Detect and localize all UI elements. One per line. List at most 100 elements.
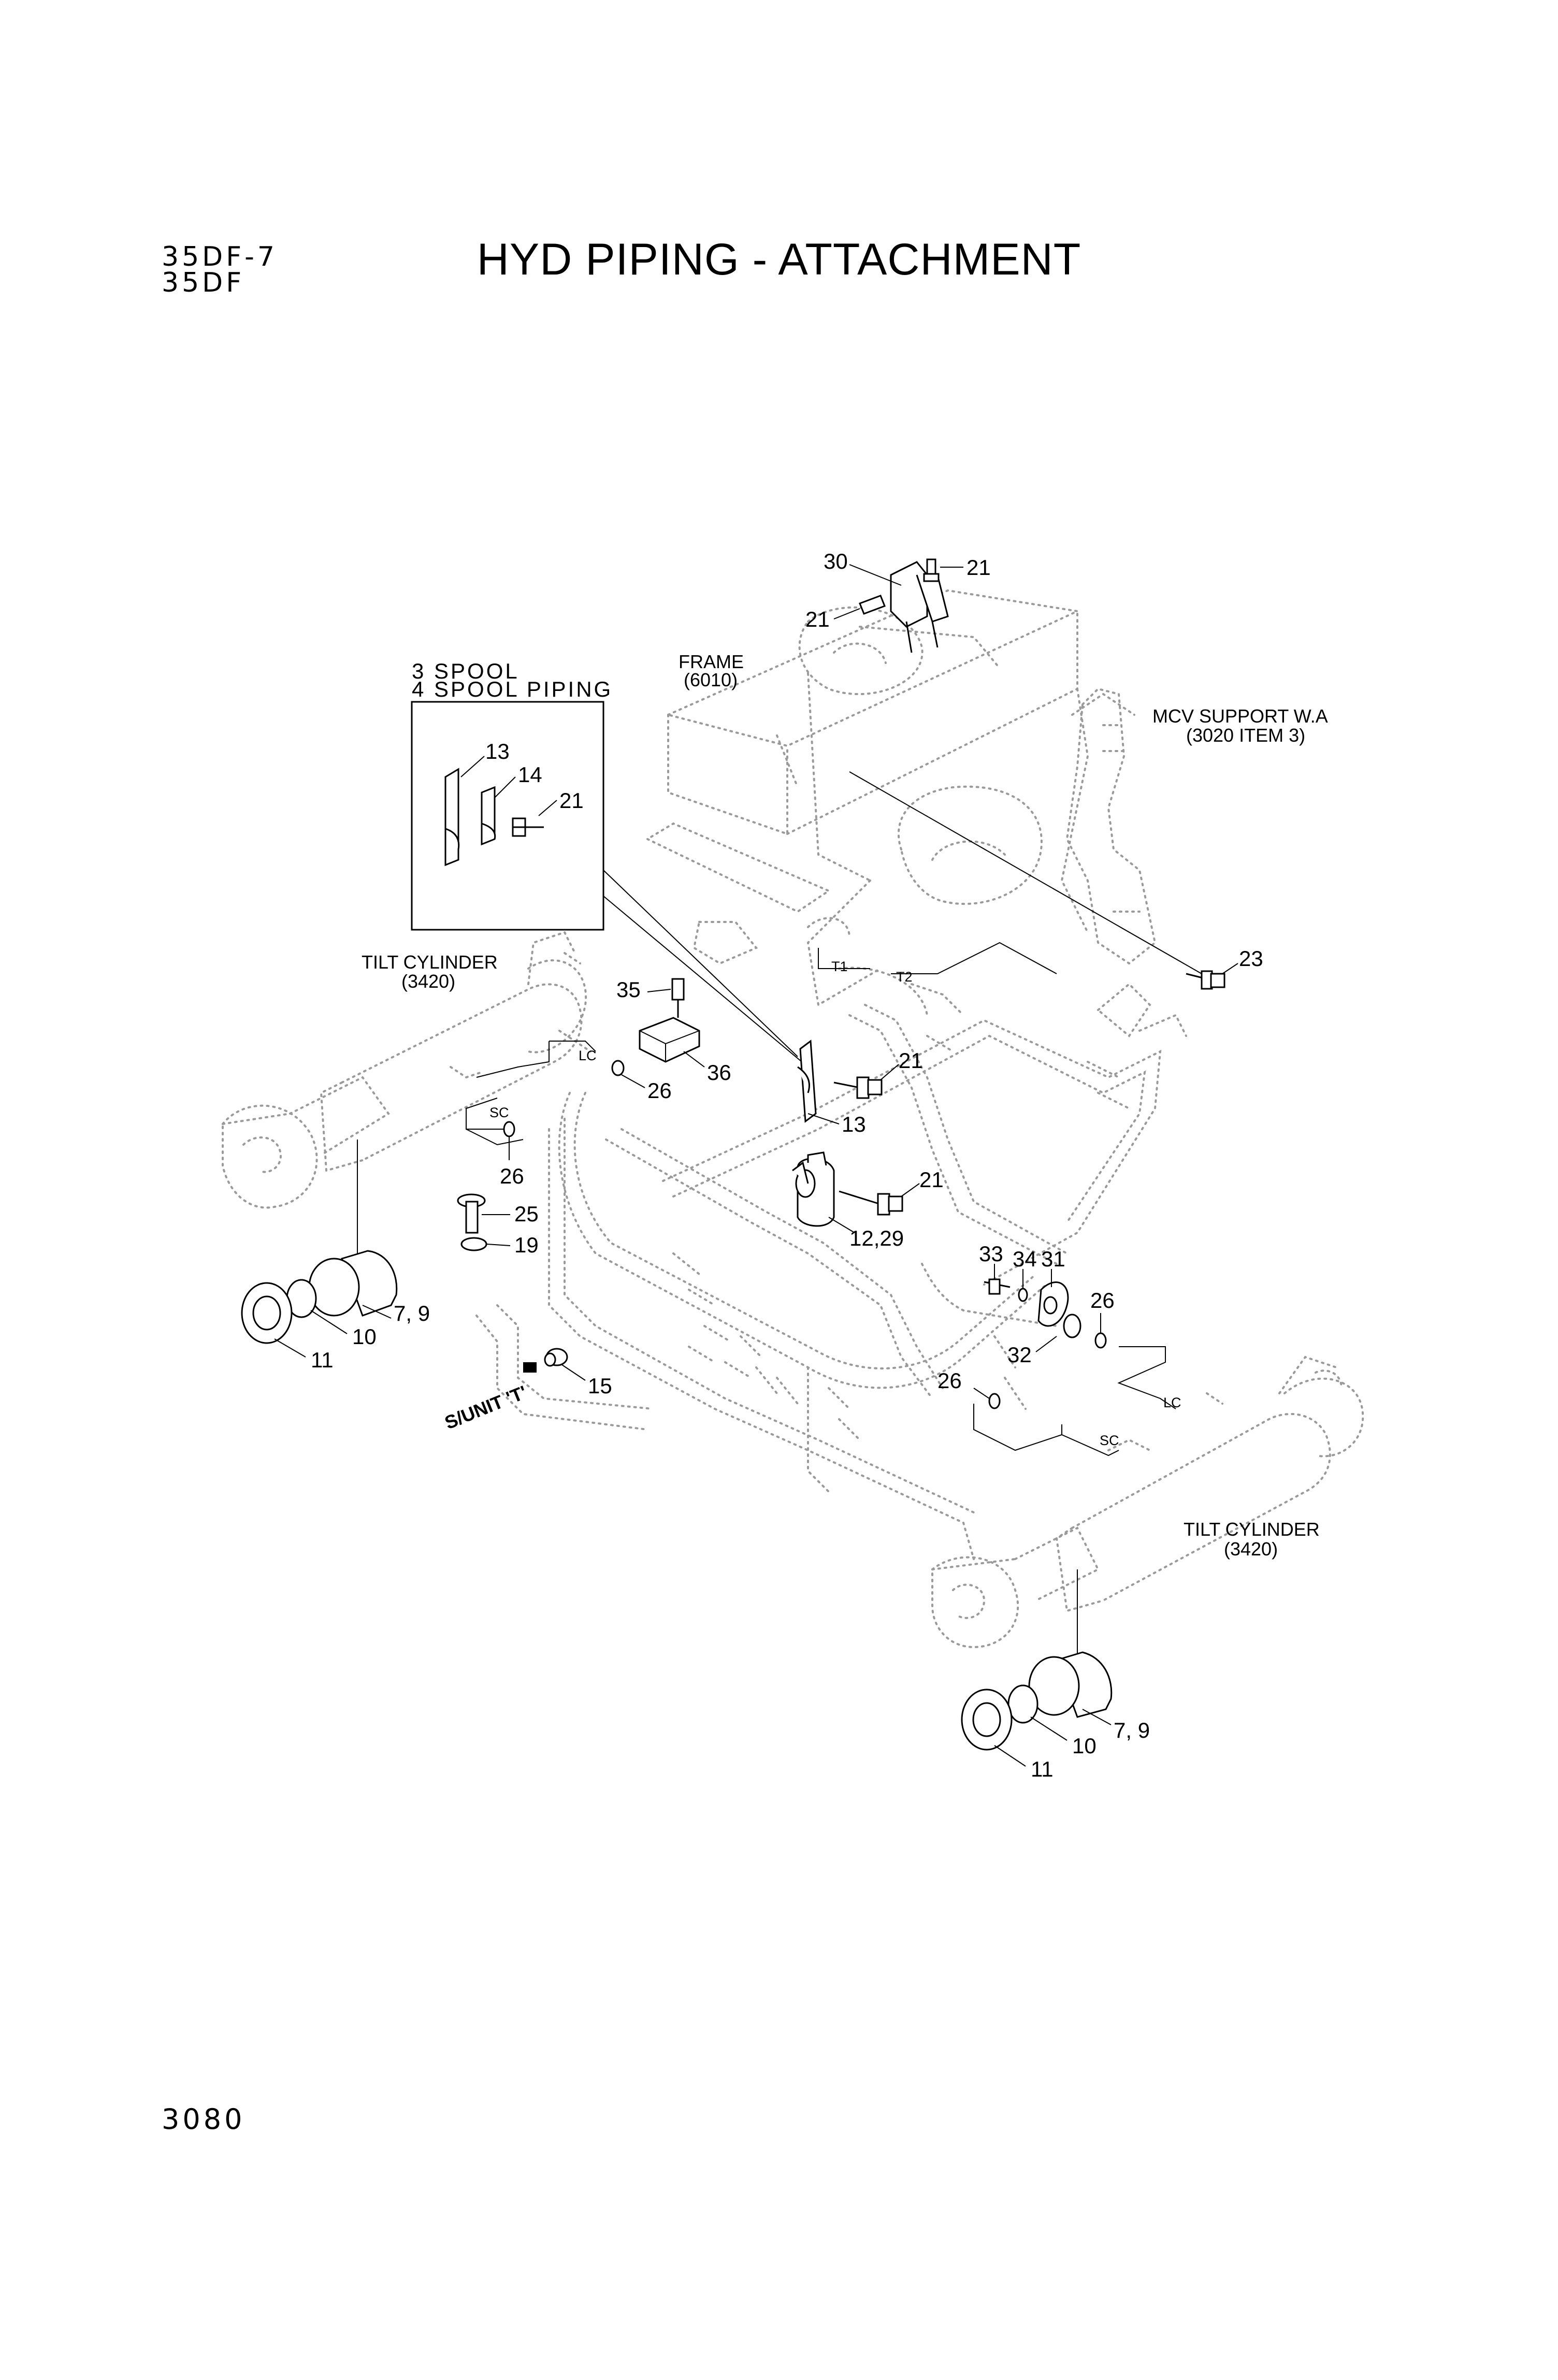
mcv-support-note: MCV SUPPORT W.A: [1152, 705, 1328, 727]
callout-25: 25: [514, 1202, 539, 1226]
spool-box-subtitle: 4 SPOOL PIPING: [412, 677, 613, 701]
washer-11-left: [241, 1282, 293, 1344]
mcv-support-bracket: [1065, 687, 1187, 1037]
callout-7-9-right: 7, 9: [1114, 1718, 1150, 1742]
leader-7-9-left: [362, 1305, 392, 1319]
leader-10-left: [310, 1310, 348, 1334]
tilt-cylinder-left-note: TILT CYLINDER: [362, 951, 498, 973]
leader-12-29: [828, 1217, 855, 1233]
washer-11-right: [961, 1689, 1013, 1751]
port-tag-lc-right: LC: [1163, 1395, 1181, 1410]
tilt-cylinder-left-note-ref: (3420): [401, 971, 455, 992]
callout-30: 30: [824, 549, 848, 573]
callout-13-box: 13: [485, 739, 510, 763]
callout-31: 31: [1041, 1247, 1065, 1271]
mcv-support-leader: [849, 771, 1202, 974]
washer-34: [1018, 1288, 1028, 1302]
tilt-cylinder-right-note: TILT CYLINDER: [1184, 1519, 1320, 1540]
port-tag-t1: T1: [831, 959, 848, 974]
bushing-7-9-left: [308, 1250, 398, 1317]
callout-11-right: 11: [1031, 1757, 1054, 1781]
leader-21-clamp: [880, 1064, 899, 1080]
callout-19: 19: [514, 1233, 539, 1257]
port-leader-lines: [466, 942, 1176, 1456]
callout-21-top-left: 21: [805, 607, 830, 631]
bushing-7-9-right: [1028, 1651, 1113, 1718]
model-number-alt: 35DF: [162, 267, 245, 298]
leader-19: [486, 1244, 511, 1246]
callout-23: 23: [1239, 946, 1263, 971]
bolt-21-clamp: [833, 1076, 883, 1099]
callout-26-sc: 26: [500, 1164, 524, 1188]
hydraulic-hose-bundle: [475, 967, 1162, 1560]
valve-block-36: [639, 1017, 700, 1063]
o-ring-26-right-up: [1094, 1332, 1107, 1349]
clip-19: [460, 1237, 487, 1251]
o-ring-32: [1063, 1314, 1081, 1338]
bolt-25: [457, 1193, 486, 1234]
o-ring-26-lc: [611, 1060, 625, 1076]
bolt-33: [984, 1278, 1011, 1295]
o-ring-26-sc: [503, 1121, 515, 1137]
reference-notes: FRAME (6010) MCV SUPPORT W.A (3020 ITEM …: [362, 651, 1328, 1560]
callout-12-29: 12,29: [849, 1226, 904, 1250]
port-tag-sc-left: SC: [489, 1105, 509, 1120]
frame-note: FRAME: [679, 651, 744, 672]
model-number: 35DF-7: [162, 241, 278, 272]
callout-11-left: 11: [311, 1348, 334, 1372]
page-number: 3080: [162, 2103, 246, 2136]
callout-26-right-up: 26: [1090, 1288, 1115, 1312]
leader-10-right: [1030, 1717, 1067, 1741]
fitting-15: [544, 1348, 568, 1367]
tilt-cylinder-right: [931, 1355, 1364, 1649]
s-unit-marker: [523, 1362, 537, 1373]
leader-13-box: [460, 756, 485, 777]
port-tag-lc-left: LC: [579, 1048, 597, 1063]
clamp-13-in-box: [444, 768, 496, 867]
leader-36: [683, 1051, 705, 1068]
callout-21-clamp: 21: [899, 1048, 923, 1073]
clamp-12-29: [792, 1151, 835, 1227]
port-tag-t2: T2: [896, 969, 913, 985]
callout-10-left: 10: [352, 1324, 377, 1349]
leader-21-lower: [901, 1183, 920, 1197]
leader-14-box: [494, 776, 516, 798]
flange-31: [1037, 1281, 1069, 1327]
o-ring-26-right: [988, 1393, 1001, 1409]
bolt-21-lower: [839, 1190, 903, 1216]
leader-15: [561, 1364, 586, 1381]
o-ring-10-right: [1007, 1684, 1038, 1724]
leader-7-9-right: [1082, 1709, 1112, 1725]
leader-23: [1222, 963, 1238, 974]
leader-13-clamp: [807, 1113, 840, 1124]
spool-box-leader: [603, 870, 798, 1057]
clamp-13: [797, 1040, 817, 1123]
tilt-cylinder-right-note-ref: (3420): [1224, 1538, 1278, 1560]
spool-piping-box: [411, 701, 604, 931]
leader-32: [1035, 1336, 1057, 1352]
bolt-23: [1186, 970, 1225, 990]
callout-10-right: 10: [1072, 1734, 1097, 1758]
leader-11-right: [994, 1745, 1026, 1767]
callout-7-9-left: 7, 9: [394, 1301, 430, 1325]
bolt-35: [671, 978, 685, 1018]
page-title: HYD PIPING - ATTACHMENT: [477, 235, 1081, 284]
tilt-cylinder-left: [222, 931, 592, 1209]
frame-structure: [645, 589, 1135, 1007]
callout-15: 15: [588, 1374, 612, 1398]
callout-34: 34: [1013, 1247, 1037, 1271]
spool-box-title: 3 SPOOL: [412, 659, 520, 683]
leader-21-top-left: [833, 608, 860, 619]
leader-26-lc: [621, 1074, 645, 1088]
callout-35: 35: [616, 977, 641, 1002]
leader-30: [849, 564, 902, 586]
callout-32: 32: [1007, 1343, 1032, 1367]
callout-26-right: 26: [937, 1368, 962, 1393]
spool-box-leader-2: [603, 896, 809, 1068]
leader-11-left: [274, 1338, 306, 1358]
leader-21-box: [538, 800, 557, 816]
callout-14-box: 14: [518, 762, 542, 787]
bolt-21-box: [512, 817, 544, 837]
leader-26-right: [973, 1388, 990, 1399]
